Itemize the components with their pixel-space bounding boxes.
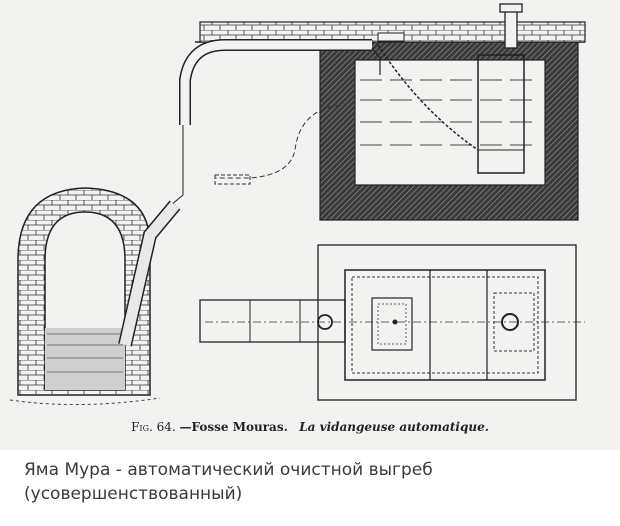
caption-number: Fig. 64.: [131, 420, 176, 434]
description-line-1: Яма Мура - автоматический очистной выгре…: [24, 460, 433, 480]
cesspit-liquid: [45, 328, 125, 390]
tank-plan-view: [199, 244, 585, 401]
tank-masonry: [319, 41, 579, 221]
plan-vent-opening: [501, 313, 519, 331]
caption-title: —Fosse Mouras.: [179, 420, 288, 434]
description-line-2: (усовершенствованный): [24, 484, 243, 504]
plan-outer-slab: [317, 244, 577, 401]
plan-tank: [344, 269, 546, 381]
plan-pipe: [199, 299, 346, 343]
caption-subtitle: La vidangeuse automatique.: [299, 420, 489, 434]
image-description: Яма Мура - автоматический очистной выгре…: [24, 458, 604, 506]
figure-caption: Fig. 64. —Fosse Mouras. La vidangeuse au…: [0, 420, 620, 434]
tank-section-view: [195, 3, 586, 221]
float-box: [477, 54, 525, 174]
vent-pipe: [504, 7, 518, 49]
outlet-pipe: [164, 39, 381, 211]
tank-top-slab: [199, 21, 586, 43]
fosse-mouras-illustration: [9, 3, 586, 406]
diagram-figure: Fig. 64. —Fosse Mouras. La vidangeuse au…: [0, 0, 620, 450]
cesspit-section: [9, 187, 181, 406]
float-chain: [377, 44, 479, 151]
